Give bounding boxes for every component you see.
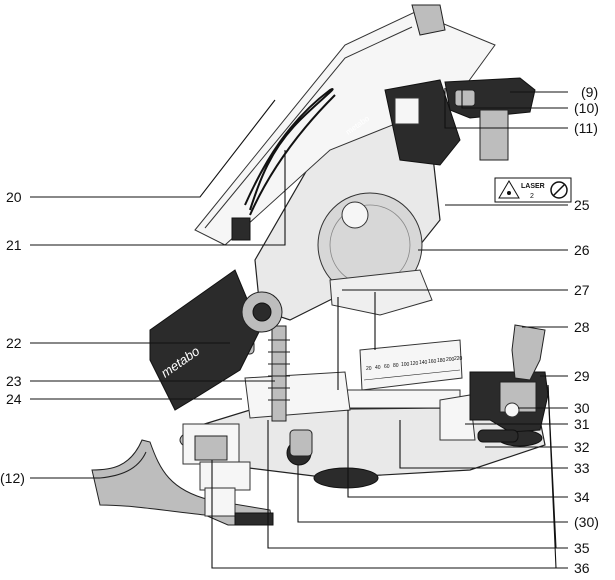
callout-29: 29 — [574, 368, 590, 384]
callout-32: 32 — [574, 439, 590, 455]
power-cable — [244, 88, 334, 211]
callout-labels: (9) (10) (11) 20 25 21 26 27 28 22 29 23… — [0, 84, 599, 576]
laser-sign-class: 2 — [530, 193, 534, 200]
leader-lines — [30, 88, 568, 569]
callout-30b: (30) — [574, 514, 599, 530]
lever — [511, 324, 546, 381]
callout-36: 36 — [574, 560, 590, 576]
callout-31: 31 — [574, 416, 590, 432]
callout-20: 20 — [6, 189, 22, 205]
scale-tick: 220 — [454, 356, 463, 362]
scale-tick-labels: 20 40 60 80 100 120 140 160 180 200 220 — [366, 356, 463, 372]
callout-12: (12) — [0, 470, 25, 486]
laser-sign-title: LASER — [521, 183, 545, 190]
callout-22: 22 — [6, 335, 22, 351]
callout-10: (10) — [574, 100, 599, 116]
callout-33: 33 — [574, 460, 590, 476]
callout-21: 21 — [6, 237, 22, 253]
callout-24: 24 — [6, 391, 22, 407]
callout-30: 30 — [574, 400, 590, 416]
scale-tick: 120 — [410, 361, 419, 367]
callout-25: 25 — [574, 197, 590, 213]
callout-23: 23 — [6, 373, 22, 389]
scale-tick: 160 — [428, 359, 437, 365]
scale-tick: 40 — [375, 365, 381, 371]
callout-11: (11) — [574, 120, 598, 136]
callout-9: (9) — [581, 84, 598, 100]
callout-28: 28 — [574, 319, 590, 335]
callout-27: 27 — [574, 282, 590, 298]
scale-tick: 180 — [437, 358, 446, 364]
scale-tick: 80 — [393, 363, 399, 369]
left-fence — [244, 371, 351, 419]
callout-34: 34 — [574, 489, 590, 505]
callout-35: 35 — [574, 540, 590, 556]
laser-warning-sign: LASER 2 — [494, 177, 572, 203]
scale-tick: 140 — [419, 360, 428, 366]
callout-26: 26 — [574, 242, 590, 258]
scale-tick: 200 — [446, 357, 455, 363]
scale-tick: 100 — [401, 362, 410, 368]
scale-tick: 20 — [366, 366, 372, 372]
scale-tick: 60 — [384, 364, 390, 370]
dust-bag — [149, 269, 261, 411]
saw-illustration: 20 40 60 80 100 120 140 160 180 200 220 … — [91, 4, 572, 526]
